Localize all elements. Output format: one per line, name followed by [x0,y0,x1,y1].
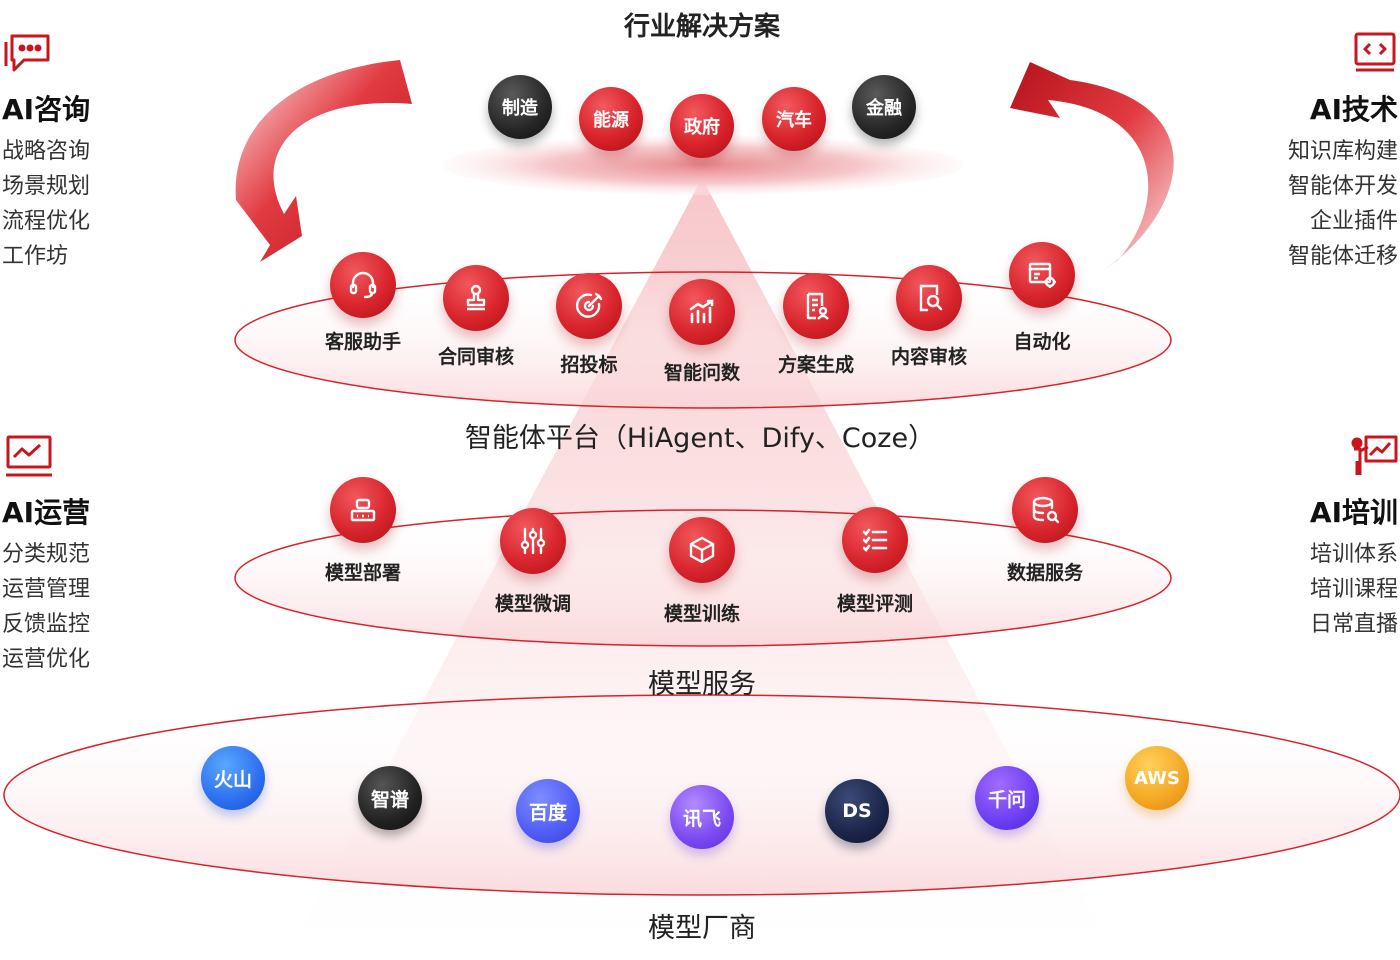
stamp-icon [466,284,486,311]
service-label: 数据服务 [1006,562,1084,584]
side-consult: AI咨询 战略咨询 场景规划 流程优化 工作坊 [2,30,90,274]
agent-label: 招投标 [560,354,618,376]
side-tech: AI技术 知识库构建 智能体开发 企业插件 智能体迁移 [1288,30,1398,274]
agent-proposal-generation [783,273,849,339]
agent-contract-review [443,265,509,331]
side-item: 分类规范 [2,542,91,567]
service-label: 模型评测 [836,593,914,615]
service-fine-tuning [500,508,566,574]
model-service-title: 模型服务 [648,669,756,700]
checklist-icon [862,528,888,552]
vendor-deepseek: DS [825,779,889,843]
side-item: 场景规划 [2,174,91,199]
right-cycle-arrow [1010,62,1174,270]
side-ops: AI运营 分类规范 运营管理 反馈监控 运营优化 [2,433,90,677]
side-item: 运营优化 [2,647,91,672]
side-item: 企业插件 [1309,209,1398,234]
side-title: AI培训 [1309,496,1398,529]
left-cycle-arrow [235,60,412,262]
service-data [1012,477,1078,543]
document-user-icon [806,292,829,320]
deploy-icon [350,498,376,522]
vendor-aws: AWS [1125,746,1189,810]
cube-icon [689,536,715,564]
agent-data-query [669,279,735,345]
side-item: 培训体系 [1309,542,1398,567]
agent-label: 方案生成 [777,354,855,376]
target-icon [575,292,603,318]
platform-title: 智能体平台（HiAgent、Dify、Coze） [464,423,936,454]
side-item: 运营管理 [2,577,91,602]
side-item: 智能体开发 [1287,174,1398,199]
agent-label: 智能问数 [663,362,741,384]
service-label: 模型部署 [324,562,402,584]
agent-bidding [556,273,622,339]
chat-bubble-icon [4,34,50,72]
side-item: 流程优化 [2,209,91,234]
side-title: AI运营 [2,496,91,529]
industry-manufacturing: 制造 [488,75,552,139]
industry-automotive: 汽车 [762,87,826,151]
vendor-baidu: 百度 [516,779,580,843]
service-evaluation [842,507,908,573]
database-search-icon [1032,496,1060,524]
side-item: 日常直播 [1309,612,1398,637]
industry-plate [443,135,963,195]
side-item: 智能体迁移 [1287,244,1398,269]
model-vendor-title: 模型厂商 [648,913,756,944]
window-gear-icon [1028,262,1056,288]
agent-label: 客服助手 [324,331,402,353]
industry-finance: 金融 [852,75,916,139]
agent-label: 内容审核 [890,346,968,368]
monitor-chart-icon [6,435,52,477]
industry-title: 行业解决方案 [623,12,781,42]
agent-customer-service [330,252,396,318]
side-item: 工作坊 [2,244,69,269]
service-deployment [330,477,396,543]
headset-icon [349,271,377,299]
agent-automation [1009,242,1075,308]
code-window-icon [1354,32,1396,72]
agent-label: 自动化 [1013,331,1071,353]
vendor-volcano: 火山 [201,746,265,810]
document-search-icon [919,284,943,312]
side-title: AI咨询 [2,93,91,126]
industry-government: 政府 [670,94,734,158]
vendor-iflytek: 讯飞 [670,785,734,849]
side-item: 战略咨询 [2,139,91,164]
industry-energy: 能源 [579,87,643,151]
presenter-icon [1351,435,1398,475]
side-title: AI技术 [1309,93,1398,126]
agent-content-review [896,265,962,331]
sliders-icon [520,527,546,555]
vendor-zhipu: 智谱 [358,766,422,830]
side-item: 知识库构建 [1287,139,1398,164]
service-label: 模型微调 [494,593,572,615]
side-train: AI培训 培训体系 培训课程 日常直播 [1310,433,1398,642]
side-item: 培训课程 [1309,577,1398,602]
agent-label: 合同审核 [437,346,515,368]
bar-chart-icon [689,299,714,324]
side-item: 反馈监控 [2,612,91,637]
vendor-qwen: 千问 [975,766,1039,830]
service-training [669,517,735,583]
service-label: 模型训练 [663,603,741,625]
